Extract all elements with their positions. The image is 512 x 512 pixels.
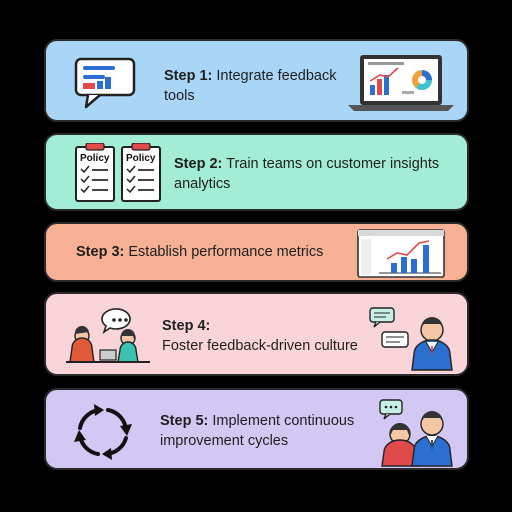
- step-1-text: Step 1: Integrate feedback tools: [164, 66, 364, 106]
- circular-arrows-icon: [70, 402, 136, 462]
- team-chat-icon: [376, 398, 460, 468]
- step-5-label: Step 5:: [160, 413, 209, 429]
- step-3-card: Step 3: Establish performance metrics: [44, 222, 469, 282]
- step-5-card: Step 5: Implement continuous improvement…: [44, 388, 469, 470]
- step-2-card: Policy Policy Step 2: Train teams on cus…: [44, 133, 469, 211]
- businessman-chat-icon: [368, 304, 460, 372]
- step-4-description: Foster feedback-driven culture: [162, 338, 358, 354]
- step-4-text: Step 4: Foster feedback-driven culture: [162, 316, 372, 356]
- step-4-card: Step 4: Foster feedback-driven culture: [44, 292, 469, 376]
- step-5-text: Step 5: Implement continuous improvement…: [160, 411, 380, 451]
- policy-label-1: Policy: [80, 153, 110, 164]
- chat-bubble-chart-icon: [74, 57, 138, 109]
- policy-label-2: Policy: [126, 153, 156, 164]
- step-2-text: Step 2: Train teams on customer insights…: [174, 154, 454, 194]
- laptop-dashboard-icon: [340, 51, 454, 113]
- step-3-label: Step 3:: [76, 244, 125, 260]
- step-3-text: Step 3: Establish performance metrics: [76, 242, 366, 262]
- bar-chart-window-icon: [357, 229, 447, 279]
- step-4-label: Step 4:: [162, 318, 211, 334]
- step-2-description: Train teams on customer insights analyti…: [174, 156, 440, 192]
- step-3-description: Establish performance metrics: [128, 244, 324, 260]
- step-2-label: Step 2:: [174, 156, 223, 172]
- policy-checklist-icon: Policy Policy: [74, 143, 166, 203]
- step-1-description: Integrate feedback tools: [164, 68, 337, 104]
- people-meeting-icon: [62, 300, 154, 372]
- step-1-card: Step 1: Integrate feedback tools: [44, 39, 469, 122]
- step-5-description: Implement continuous improvement cycles: [160, 413, 355, 449]
- step-1-label: Step 1:: [164, 68, 213, 84]
